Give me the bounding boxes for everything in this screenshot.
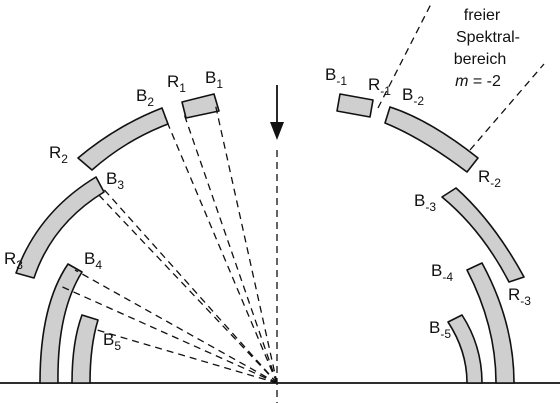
ray-r1 [182, 110, 278, 384]
label-r-minus-3: R-3 [508, 285, 531, 308]
label-b-minus-3: B-3 [414, 191, 436, 214]
label-b4: B4 [84, 249, 102, 272]
band-order-1 [181, 93, 220, 119]
ray-b1 [214, 102, 278, 384]
band-order-minus-5 [447, 314, 483, 384]
ray-b3b [95, 191, 278, 384]
label-b-minus-2: B-2 [402, 85, 424, 108]
ray-r3 [57, 284, 278, 384]
band-order-5 [71, 314, 99, 384]
band-order-2 [77, 107, 169, 171]
annotation-line-3: bereich [454, 51, 506, 68]
free-spectral-range-annotation: freier Spektral- bereich m = -2 [454, 7, 520, 90]
label-b3: B3 [106, 169, 124, 192]
ray-b5 [96, 329, 278, 384]
band-order-minus-2 [384, 106, 479, 173]
label-b-minus-4: B-4 [431, 261, 453, 284]
label-r-minus-2: R-2 [478, 167, 501, 190]
label-b-minus-1: B-1 [325, 65, 347, 88]
band-order-3 [15, 176, 105, 279]
ray-b3 [99, 184, 278, 384]
ray-b2 [164, 116, 278, 384]
ray-b4 [74, 269, 278, 384]
annotation-line-1: freier [464, 7, 501, 24]
annotation-order: m = -2 [455, 73, 501, 90]
ray-lines [57, 102, 278, 384]
incident-arrow-head [270, 122, 284, 140]
fsr-line-left [377, 1, 433, 109]
annotation-line-2: Spektral- [456, 29, 520, 46]
band-order-minus-3 [441, 187, 525, 283]
label-b-minus-5: B-5 [429, 318, 451, 341]
band-order-minus-4 [466, 262, 515, 384]
label-r-minus-1: R-1 [368, 75, 391, 98]
label-b5: B5 [103, 330, 121, 353]
fsr-line-right [469, 63, 545, 151]
label-r1: R1 [167, 72, 186, 95]
band-order-minus-1 [336, 93, 374, 118]
label-b1: B1 [205, 68, 223, 91]
label-r3: R3 [4, 249, 23, 272]
label-r2: R2 [49, 143, 68, 166]
label-b2: B2 [136, 86, 154, 109]
band-order-4 [39, 263, 83, 384]
